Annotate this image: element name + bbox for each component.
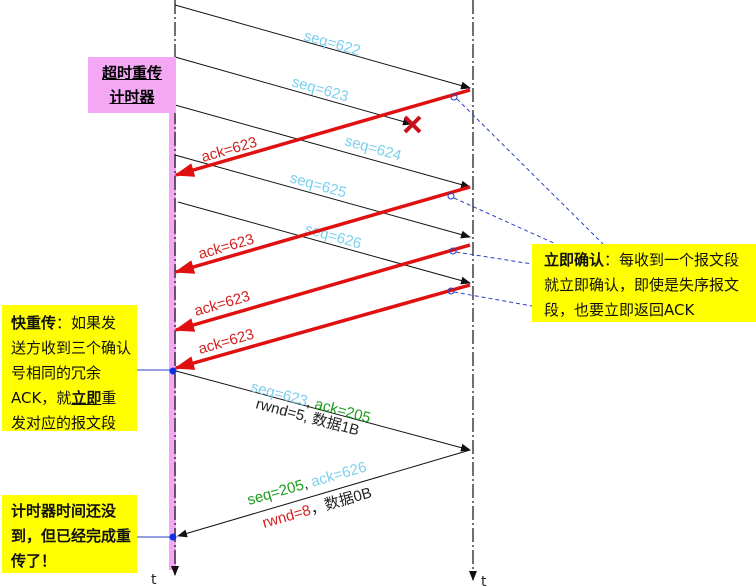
timer-not-expired-note: 计时器时间还没到，但已经完成重传了！: [2, 495, 137, 573]
time-axis-label-left: t: [151, 572, 157, 587]
immediate-ack-leaders: [447, 93, 604, 307]
segment-arrow-622: [174, 4, 471, 90]
retransmission-timer-box: 超时重传 计时器: [88, 57, 176, 113]
segment-arrow-623-lost: [174, 56, 413, 126]
timer-note-dot: [169, 533, 177, 541]
fast-retransmit-emphasis: 立即: [71, 389, 102, 407]
fast-retransmit-body: ：如果发送方收到三个确认号相同的冗余ACK，就: [11, 314, 132, 407]
segment-arrow-626: [177, 201, 471, 285]
segment-label: seq=622: [302, 27, 362, 59]
immediate-ack-title: 立即确认: [544, 251, 605, 269]
segment-label: seq=623: [290, 73, 350, 105]
segment-arrow-624: [174, 104, 471, 189]
ack-arrow: [174, 283, 471, 370]
fast-retransmit-dot: [169, 367, 177, 375]
fast-retransmit-title: 快重传: [11, 314, 57, 332]
segment-arrow-625: [174, 154, 471, 239]
retransmit-arrow: [175, 370, 471, 452]
segment-label: seq=625: [288, 169, 348, 201]
timer-box-line1: 超时重传: [101, 64, 162, 82]
ack-arrow: [174, 243, 471, 332]
immediate-ack-body: ：每收到一个报文段就立即确认，即使是失序报文段，也要立即返回ACK: [544, 251, 740, 319]
timer-box-line2: 计时器: [109, 88, 155, 106]
immediate-ack-note: 立即确认：每收到一个报文段就立即确认，即使是失序报文段，也要立即返回ACK: [532, 244, 756, 322]
fast-retransmit-note: 快重传：如果发送方收到三个确认号相同的冗余ACK，就立即重发对应的报文段: [2, 305, 137, 432]
lost-packet-x-icon: [403, 115, 422, 134]
reply-arrow: [177, 449, 471, 538]
time-axis-label-right: t: [481, 574, 487, 587]
timer-bar: [169, 57, 176, 570]
ack-arrow: [174, 88, 471, 177]
fast-retransmit-body-end: 重发对应的报文段: [11, 389, 117, 432]
ack-arrow: [174, 185, 471, 274]
timer-note-text: 计时器时间还没到，但已经完成重传了！: [11, 502, 132, 570]
